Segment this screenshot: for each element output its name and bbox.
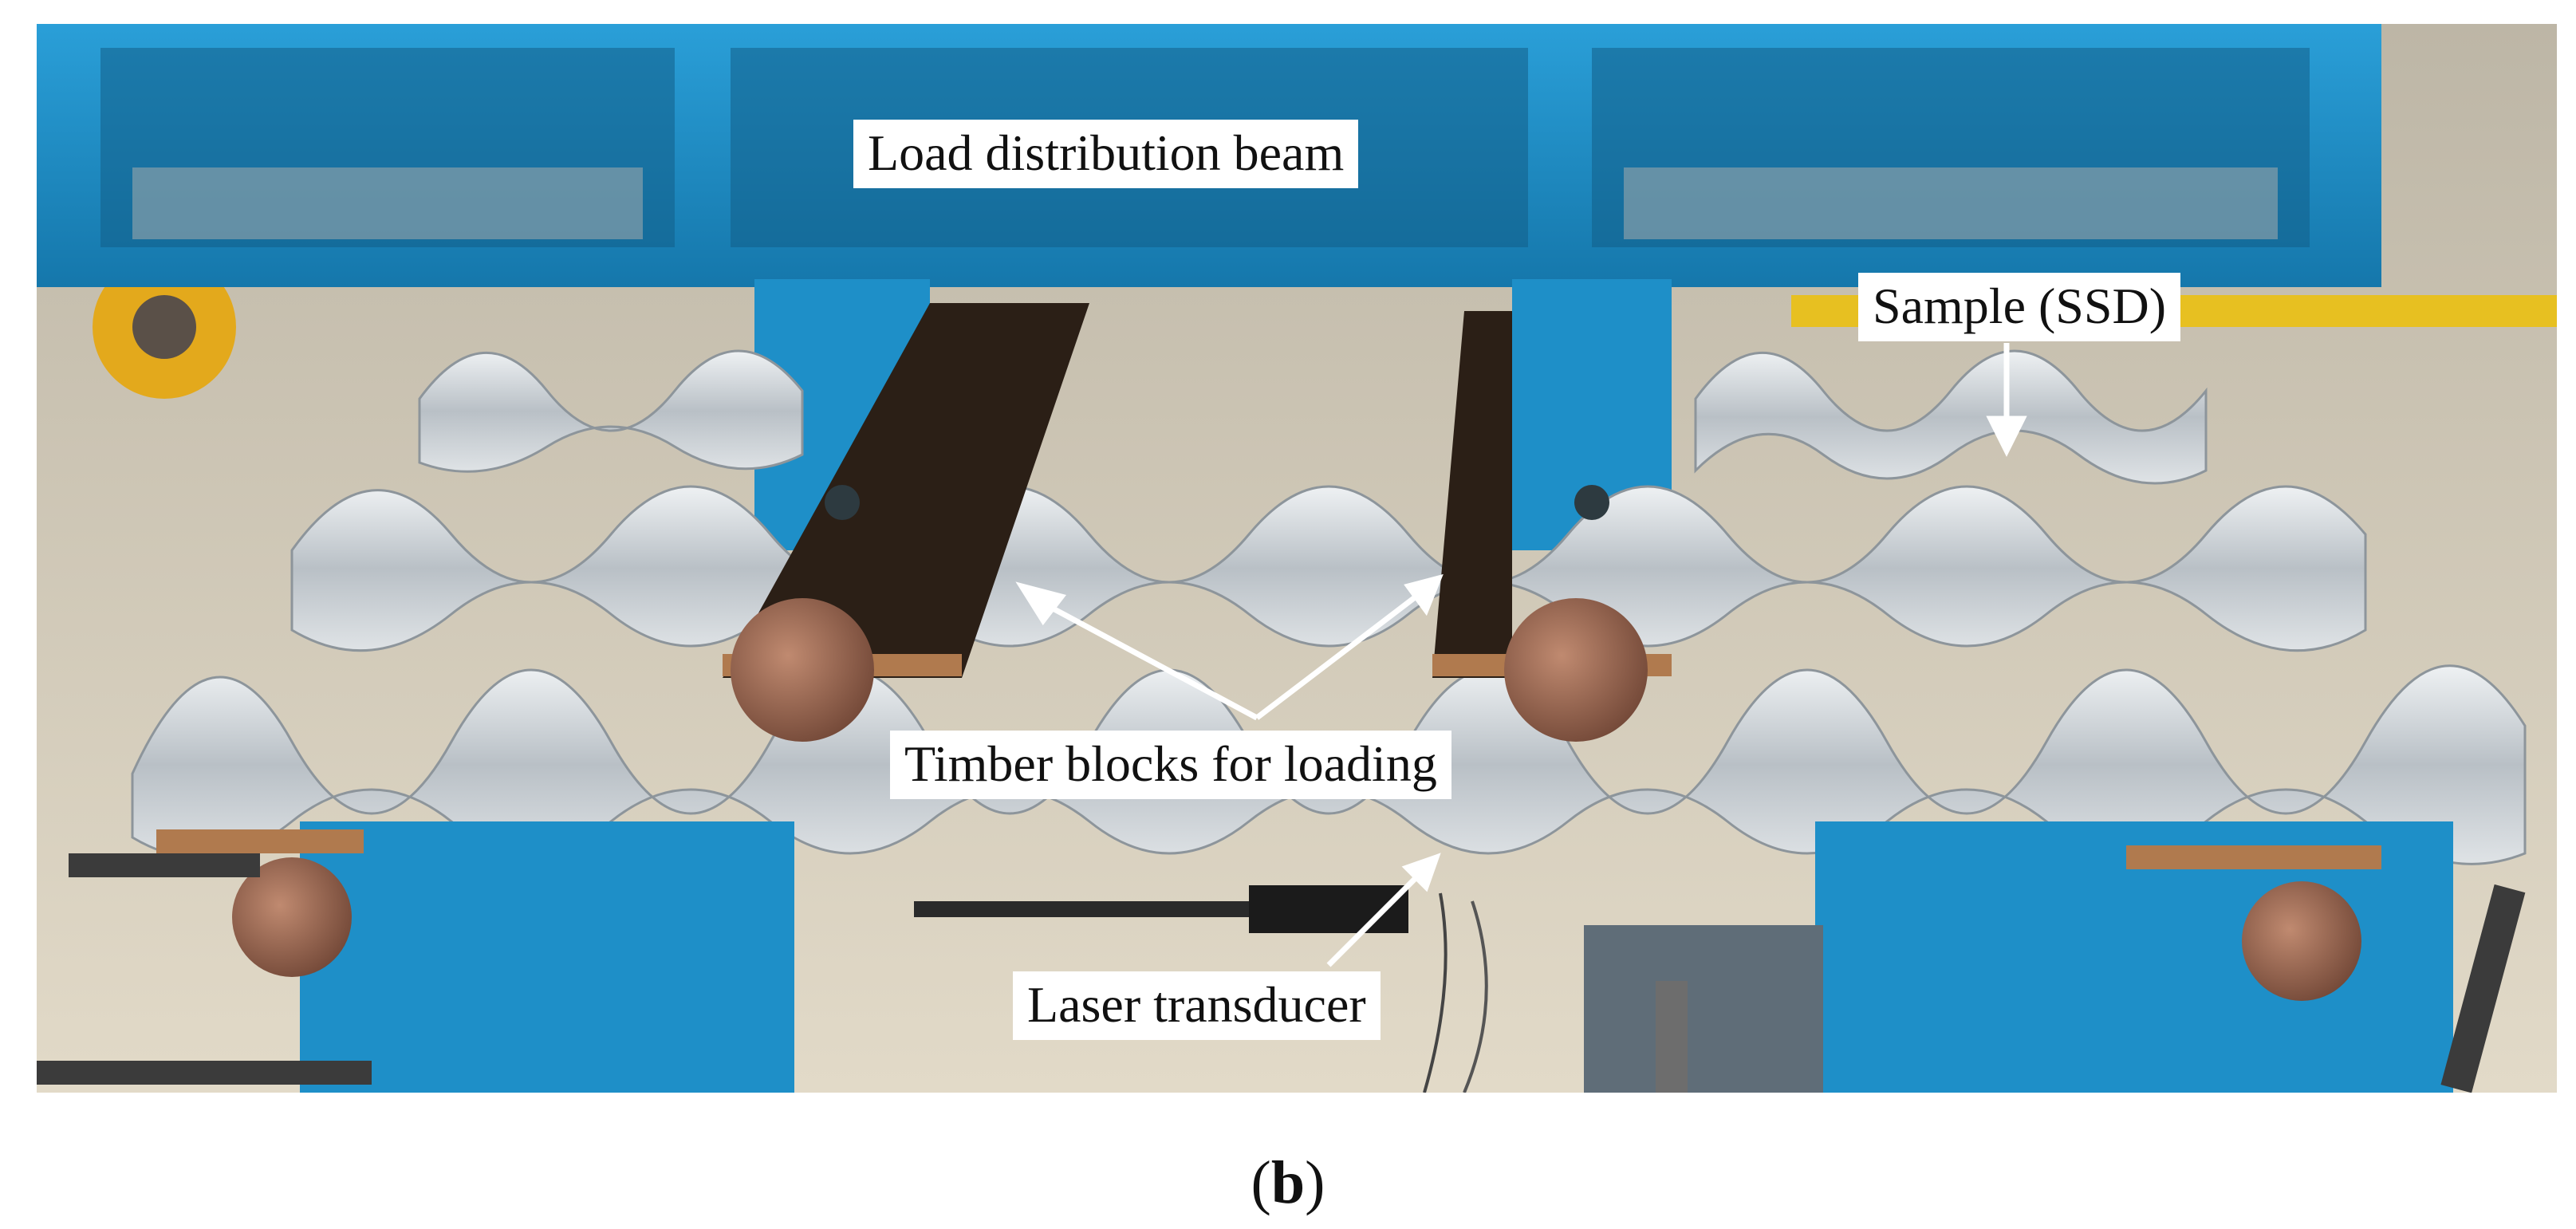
timber-block-right — [1432, 311, 1512, 678]
annotation-arrows — [1015, 343, 2027, 967]
corrugated-sheet-sample — [131, 349, 2527, 865]
caption-open-paren: ( — [1251, 1149, 1271, 1216]
roller-right — [1504, 598, 1648, 742]
support-roller-left — [232, 857, 352, 977]
support-frame-left — [300, 821, 794, 1093]
label-sample-ssd: Sample (SSD) — [1858, 273, 2180, 341]
timber-block-left — [723, 303, 1089, 678]
caption-close-paren: ) — [1305, 1149, 1325, 1216]
roller-left — [731, 598, 874, 742]
label-laser-transducer: Laser transducer — [1013, 971, 1381, 1040]
label-load-distribution-beam: Load distribution beam — [853, 120, 1359, 188]
caption-letter: b — [1270, 1149, 1306, 1216]
support-roller-right — [2242, 881, 2361, 1001]
test-setup-photo: Load distribution beam Sample (SSD) Timb… — [37, 24, 2557, 1093]
photo-illustration — [37, 24, 2557, 1093]
label-timber-blocks: Timber blocks for loading — [890, 731, 1451, 799]
figure-caption: (b) — [0, 1148, 2576, 1218]
threaded-rod — [69, 853, 260, 877]
